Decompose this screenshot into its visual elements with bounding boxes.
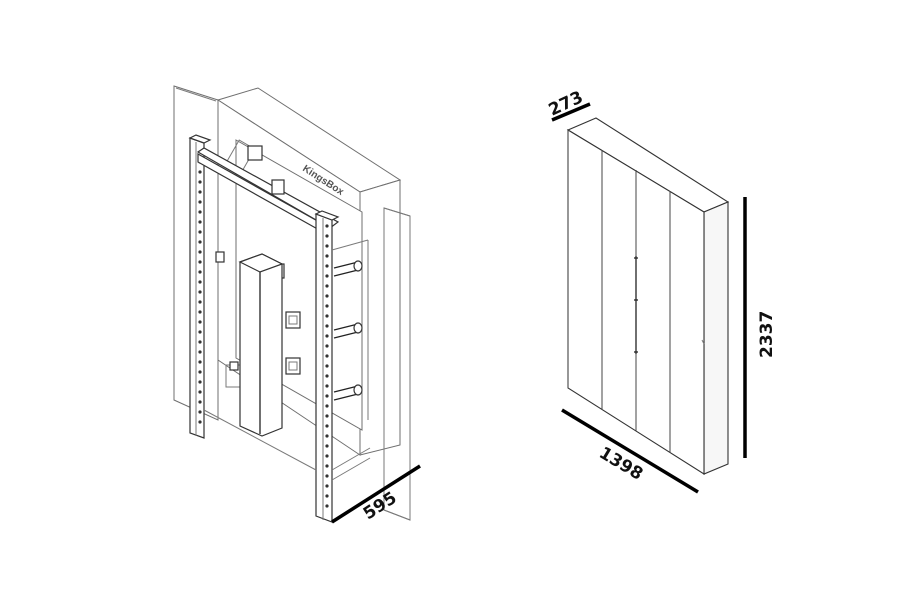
upright-hole: [198, 290, 202, 294]
upright-hole: [325, 374, 329, 378]
upright-hole: [325, 494, 329, 498]
upright-hole: [198, 380, 202, 384]
upright-hole: [198, 260, 202, 264]
upright-hole: [198, 300, 202, 304]
open-rack-drawing: KingsBox: [173, 85, 421, 524]
upright-hole: [325, 294, 329, 298]
upright-hole: [325, 414, 329, 418]
upright-hole: [325, 244, 329, 248]
dimension-label-1398: 1398: [595, 443, 646, 485]
upright-hole: [198, 390, 202, 394]
top-crossbar: [196, 147, 340, 238]
upright-hole: [198, 180, 202, 184]
upright-hole: [325, 274, 329, 278]
bench-pad: [238, 253, 284, 437]
safety-hooks: [285, 311, 301, 375]
dimension-273: 273: [546, 87, 591, 122]
upright-hole: [325, 474, 329, 478]
upright-hole: [325, 454, 329, 458]
bottom-frame: [203, 409, 371, 481]
upright-hole: [325, 254, 329, 258]
upright-hole: [325, 284, 329, 288]
right-upright-post: [314, 210, 340, 523]
upright-hole: [325, 394, 329, 398]
upright-hole: [198, 240, 202, 244]
upright-hole: [325, 224, 329, 228]
cabinet-side-face: [703, 201, 729, 475]
cabinet-door-handle: [634, 256, 638, 354]
upright-hole: [325, 324, 329, 328]
upright-hole: [325, 264, 329, 268]
peg-2: [333, 322, 363, 339]
upright-hole: [198, 230, 202, 234]
upright-hole: [325, 434, 329, 438]
upright-hole: [325, 234, 329, 238]
right-door-panel: [383, 207, 411, 521]
upright-hole: [198, 350, 202, 354]
upright-hole: [198, 270, 202, 274]
upright-hole: [325, 504, 329, 508]
upright-hole: [198, 210, 202, 214]
weight-storage-pegs: [331, 239, 369, 420]
upright-hole: [198, 190, 202, 194]
upright-hole: [325, 364, 329, 368]
upright-hole: [325, 424, 329, 428]
dimension-label-2337: 2337: [757, 311, 777, 358]
upright-hole: [198, 330, 202, 334]
upright-hole: [325, 444, 329, 448]
peg-1: [333, 260, 363, 277]
upright-hole: [198, 400, 202, 404]
upright-hole: [198, 420, 202, 424]
upright-hole: [198, 250, 202, 254]
upright-hole: [325, 314, 329, 318]
upright-hole: [198, 410, 202, 414]
upright-hole: [198, 340, 202, 344]
left-upright-post: [188, 134, 212, 439]
upright-hole: [198, 320, 202, 324]
upright-hole: [198, 280, 202, 284]
dimension-2337: 2337: [743, 197, 777, 458]
upright-hole: [198, 370, 202, 374]
closed-cabinet-drawing: 273 1398 2337: [546, 87, 777, 494]
upright-hole: [325, 464, 329, 468]
upright-hole: [325, 384, 329, 388]
upright-hole: [325, 334, 329, 338]
upright-hole: [325, 304, 329, 308]
upright-hole: [198, 310, 202, 314]
upright-hole: [198, 170, 202, 174]
upright-hole: [198, 360, 202, 364]
peg-3: [333, 384, 363, 401]
upright-hole: [325, 354, 329, 358]
upright-hole: [325, 484, 329, 488]
upright-hole: [198, 220, 202, 224]
upright-hole: [198, 200, 202, 204]
upright-hole: [325, 404, 329, 408]
upright-hole: [325, 344, 329, 348]
